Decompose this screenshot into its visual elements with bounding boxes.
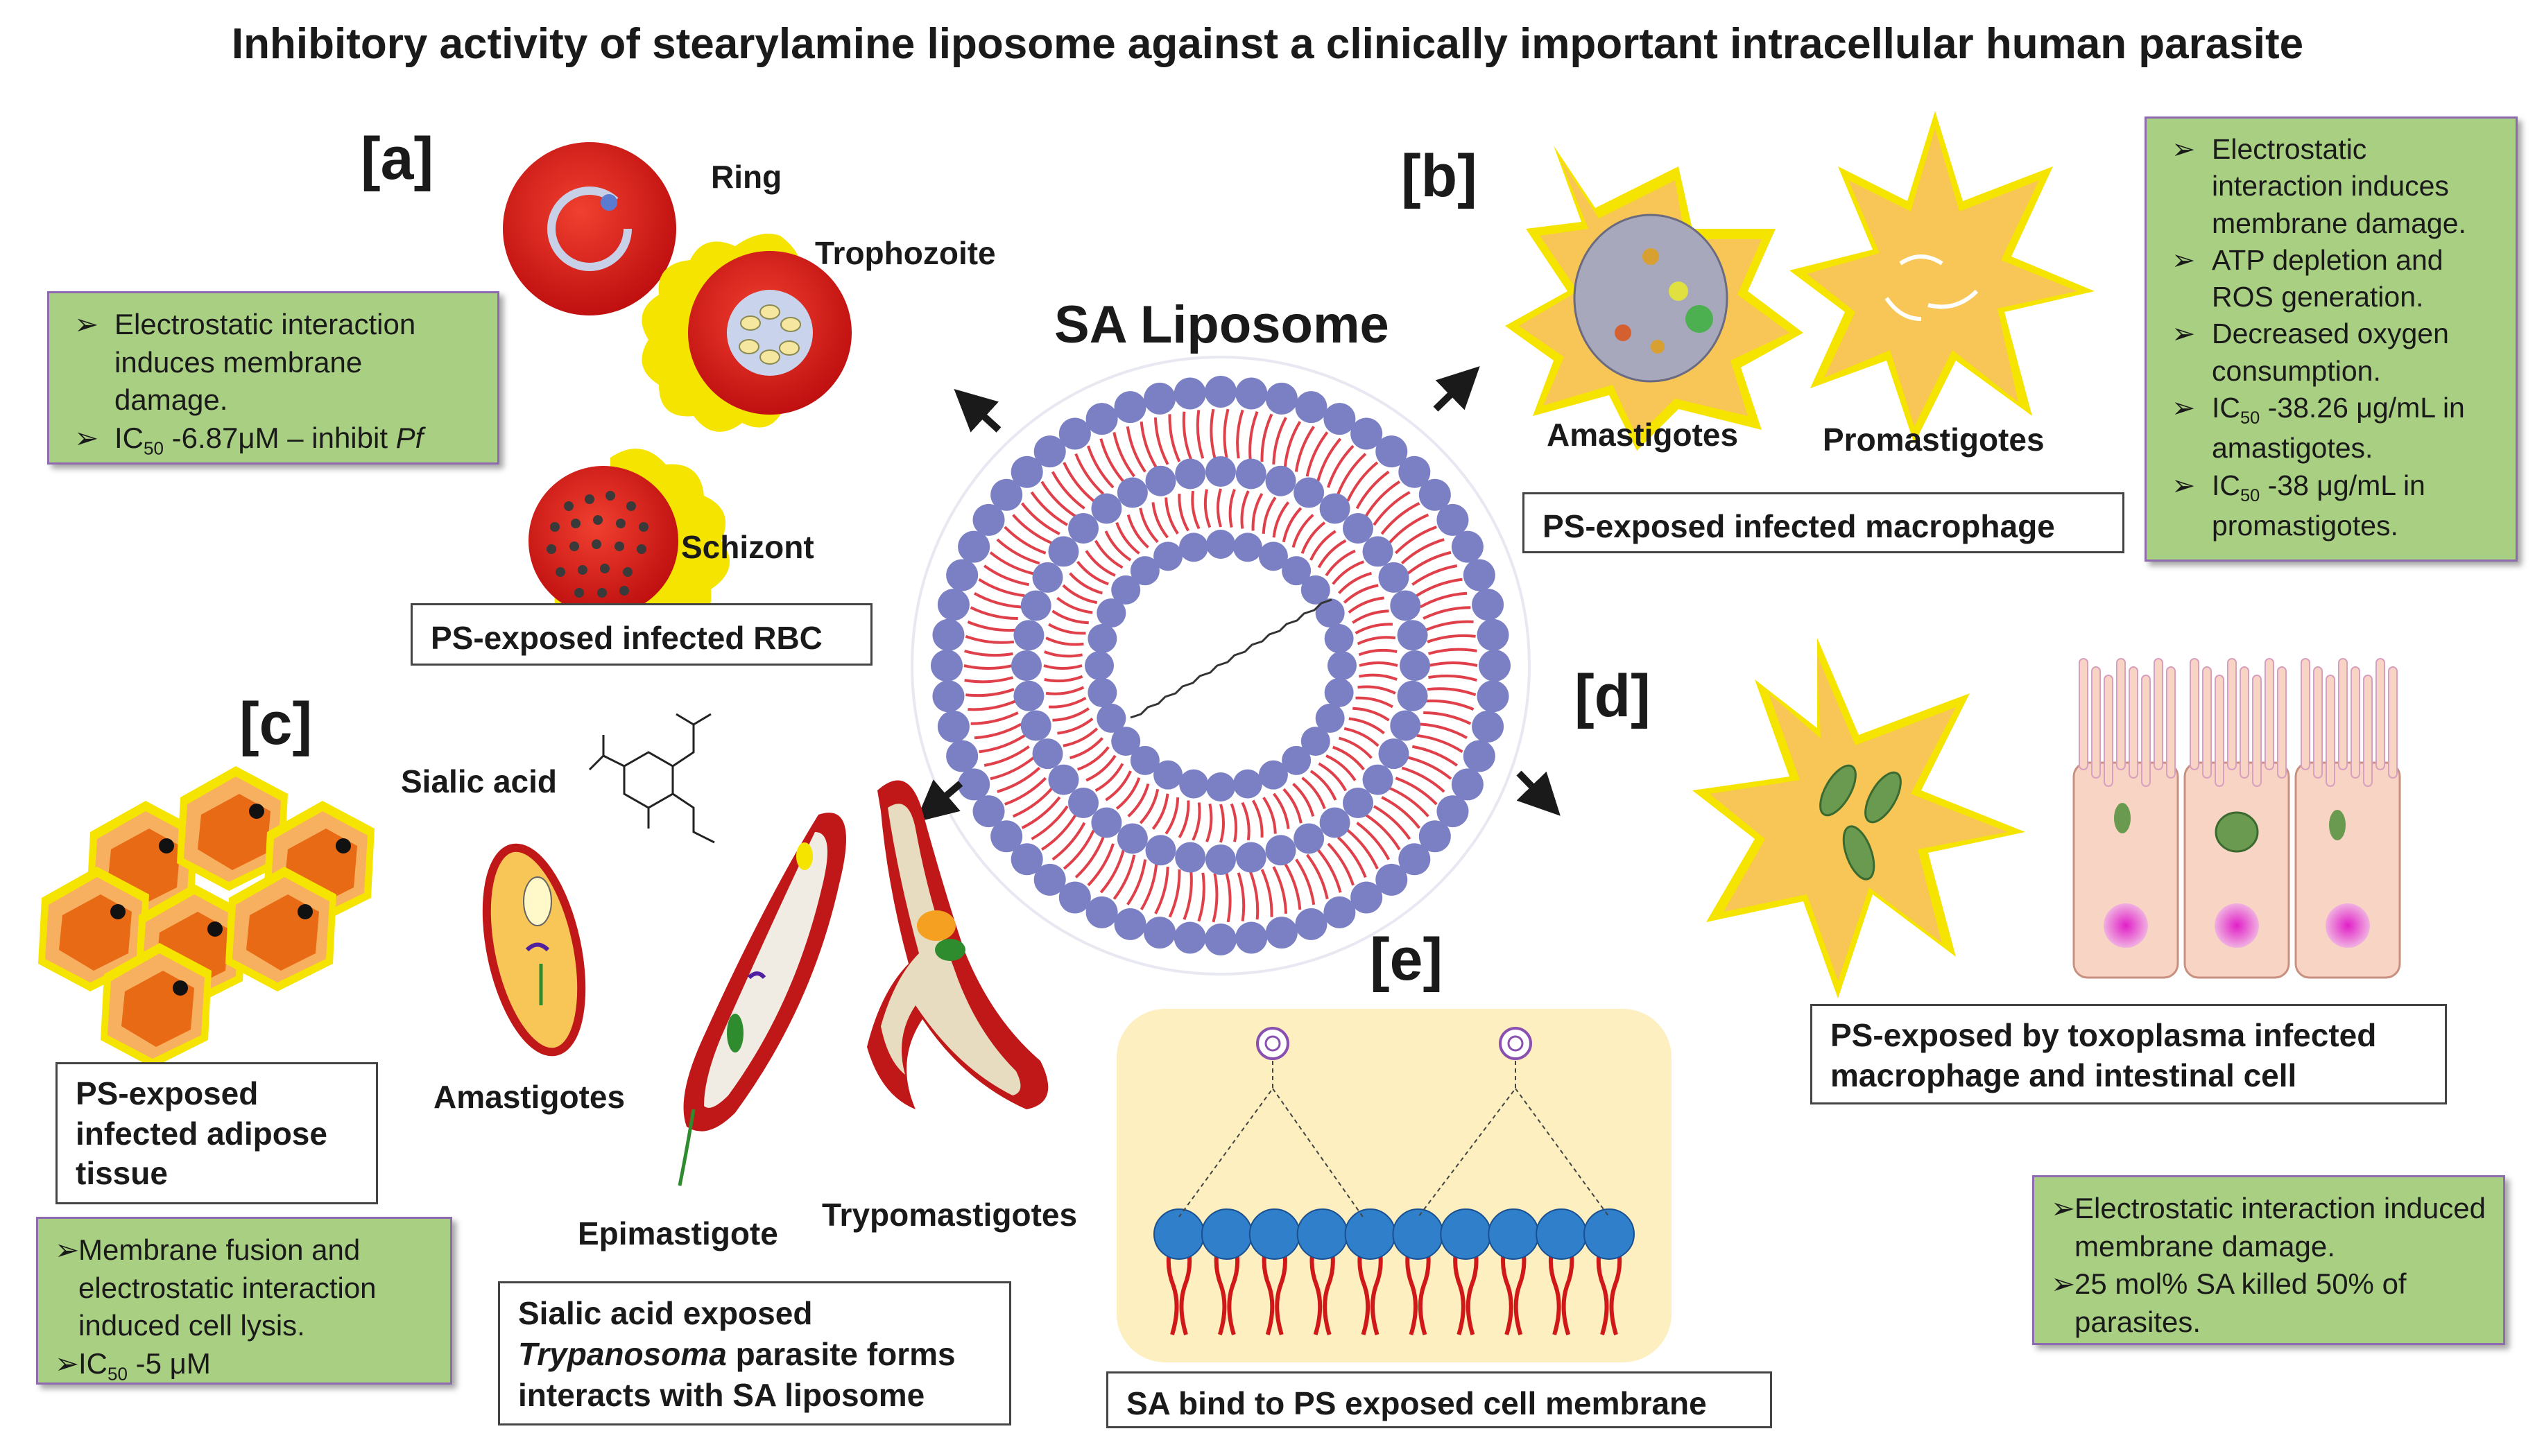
amastigotes-c-label: Amastigotes — [433, 1079, 626, 1115]
arrow-to-a — [954, 389, 1002, 433]
panel-c-notes: Membrane fusion and electrostatic intera… — [36, 1217, 452, 1385]
stearylamine-molecule — [1130, 598, 1332, 719]
panel-a-note-1: Electrostatic interaction induces membra… — [66, 306, 481, 419]
panel-c-note-ic50: IC50 -5 μM — [55, 1345, 433, 1386]
panel-b-note-ic50-promastigotes: IC50 -38 μg/mL in promastigotes. — [2163, 467, 2499, 545]
panel-b-note-3: Decreased oxygen consumption. — [2163, 315, 2499, 390]
promastigote-infected-macrophage — [1789, 111, 2095, 444]
promastigotes-label: Promastigotes — [1823, 422, 2045, 458]
ps-exposed-rbc-box: PS-exposed infected RBC — [411, 603, 873, 666]
panel-a-note-ic50: IC50 -6.87μM – inhibit Pf — [66, 419, 481, 460]
liposome-label: SA Liposome — [1054, 295, 1389, 354]
figure-title: Inhibitory activity of stearylamine lipo… — [231, 20, 2304, 68]
panel-a-label: [a] — [361, 125, 434, 192]
panel-c-label: [c] — [239, 691, 313, 757]
ps-exposed-macrophage-box: PS-exposed infected macrophage — [1522, 492, 2124, 553]
schizont-label: Schizont — [681, 529, 814, 565]
sa-liposome-small — [1256, 1027, 1532, 1060]
epimastigote-form — [678, 813, 846, 1186]
epimastigote-label: Epimastigote — [578, 1215, 778, 1251]
panel-b-label: [b] — [1401, 143, 1477, 209]
infected-adipose-tissue — [38, 766, 375, 1068]
sa-bind-box: SA bind to PS exposed cell membrane — [1106, 1371, 1772, 1428]
trophozoite-stage-rbc — [642, 234, 852, 432]
ring-stage-rbc — [503, 142, 676, 315]
trypomastigotes-label: Trypomastigotes — [822, 1197, 1078, 1233]
arrow-to-c — [915, 779, 963, 823]
panel-d-notes: Electrostatic interaction induced membra… — [2032, 1175, 2505, 1345]
panel-b-notes: Electrostatic interaction induces membra… — [2145, 116, 2518, 562]
panel-e-label: [e] — [1370, 926, 1443, 993]
trophozoite-label: Trophozoite — [815, 235, 996, 271]
ring-label: Ring — [711, 159, 782, 195]
sialic-acid-structure — [588, 713, 715, 844]
arrow-to-b — [1433, 366, 1480, 412]
panel-b-note-2: ATP depletion and ROS generation. — [2163, 242, 2499, 316]
arrow-to-d — [1516, 770, 1561, 816]
panel-b-note-ic50-amastigotes: IC50 -38.26 μg/mL in amastigotes. — [2163, 390, 2499, 467]
toxoplasma-box: PS-exposed by toxoplasma infected macrop… — [1810, 1004, 2447, 1104]
panel-c-note-1: Membrane fusion and electrostatic intera… — [55, 1231, 433, 1345]
amastigotes-b-label: Amastigotes — [1547, 417, 1739, 453]
trypanosoma-box: Sialic acid exposed Trypanosoma parasite… — [498, 1281, 1011, 1425]
panel-d-label: [d] — [1574, 663, 1651, 729]
panel-a-notes: Electrostatic interaction induces membra… — [47, 291, 499, 465]
panel-d-note-2: 25 mol% SA killed 50% of parasites. — [2051, 1265, 2486, 1341]
sialic-acid-label: Sialic acid — [401, 763, 558, 799]
sa-liposome — [911, 356, 1531, 976]
toxoplasma-infected-macrophage — [1692, 638, 2025, 998]
panel-d-note-1: Electrostatic interaction induced membra… — [2051, 1190, 2486, 1265]
toxoplasma-infected-intestinal-cells — [2072, 658, 2401, 979]
schizont-stage-rbc — [529, 449, 730, 645]
amastigote-form — [482, 843, 586, 1057]
trypomastigote-form — [867, 780, 1049, 1109]
panel-b-note-1: Electrostatic interaction induces membra… — [2163, 131, 2499, 242]
ps-exposed-adipose-box: PS-exposed infected adipose tissue — [55, 1062, 378, 1204]
sa-binding-membrane-panel — [1117, 1009, 1672, 1362]
amastigote-infected-macrophage — [1505, 146, 1803, 451]
